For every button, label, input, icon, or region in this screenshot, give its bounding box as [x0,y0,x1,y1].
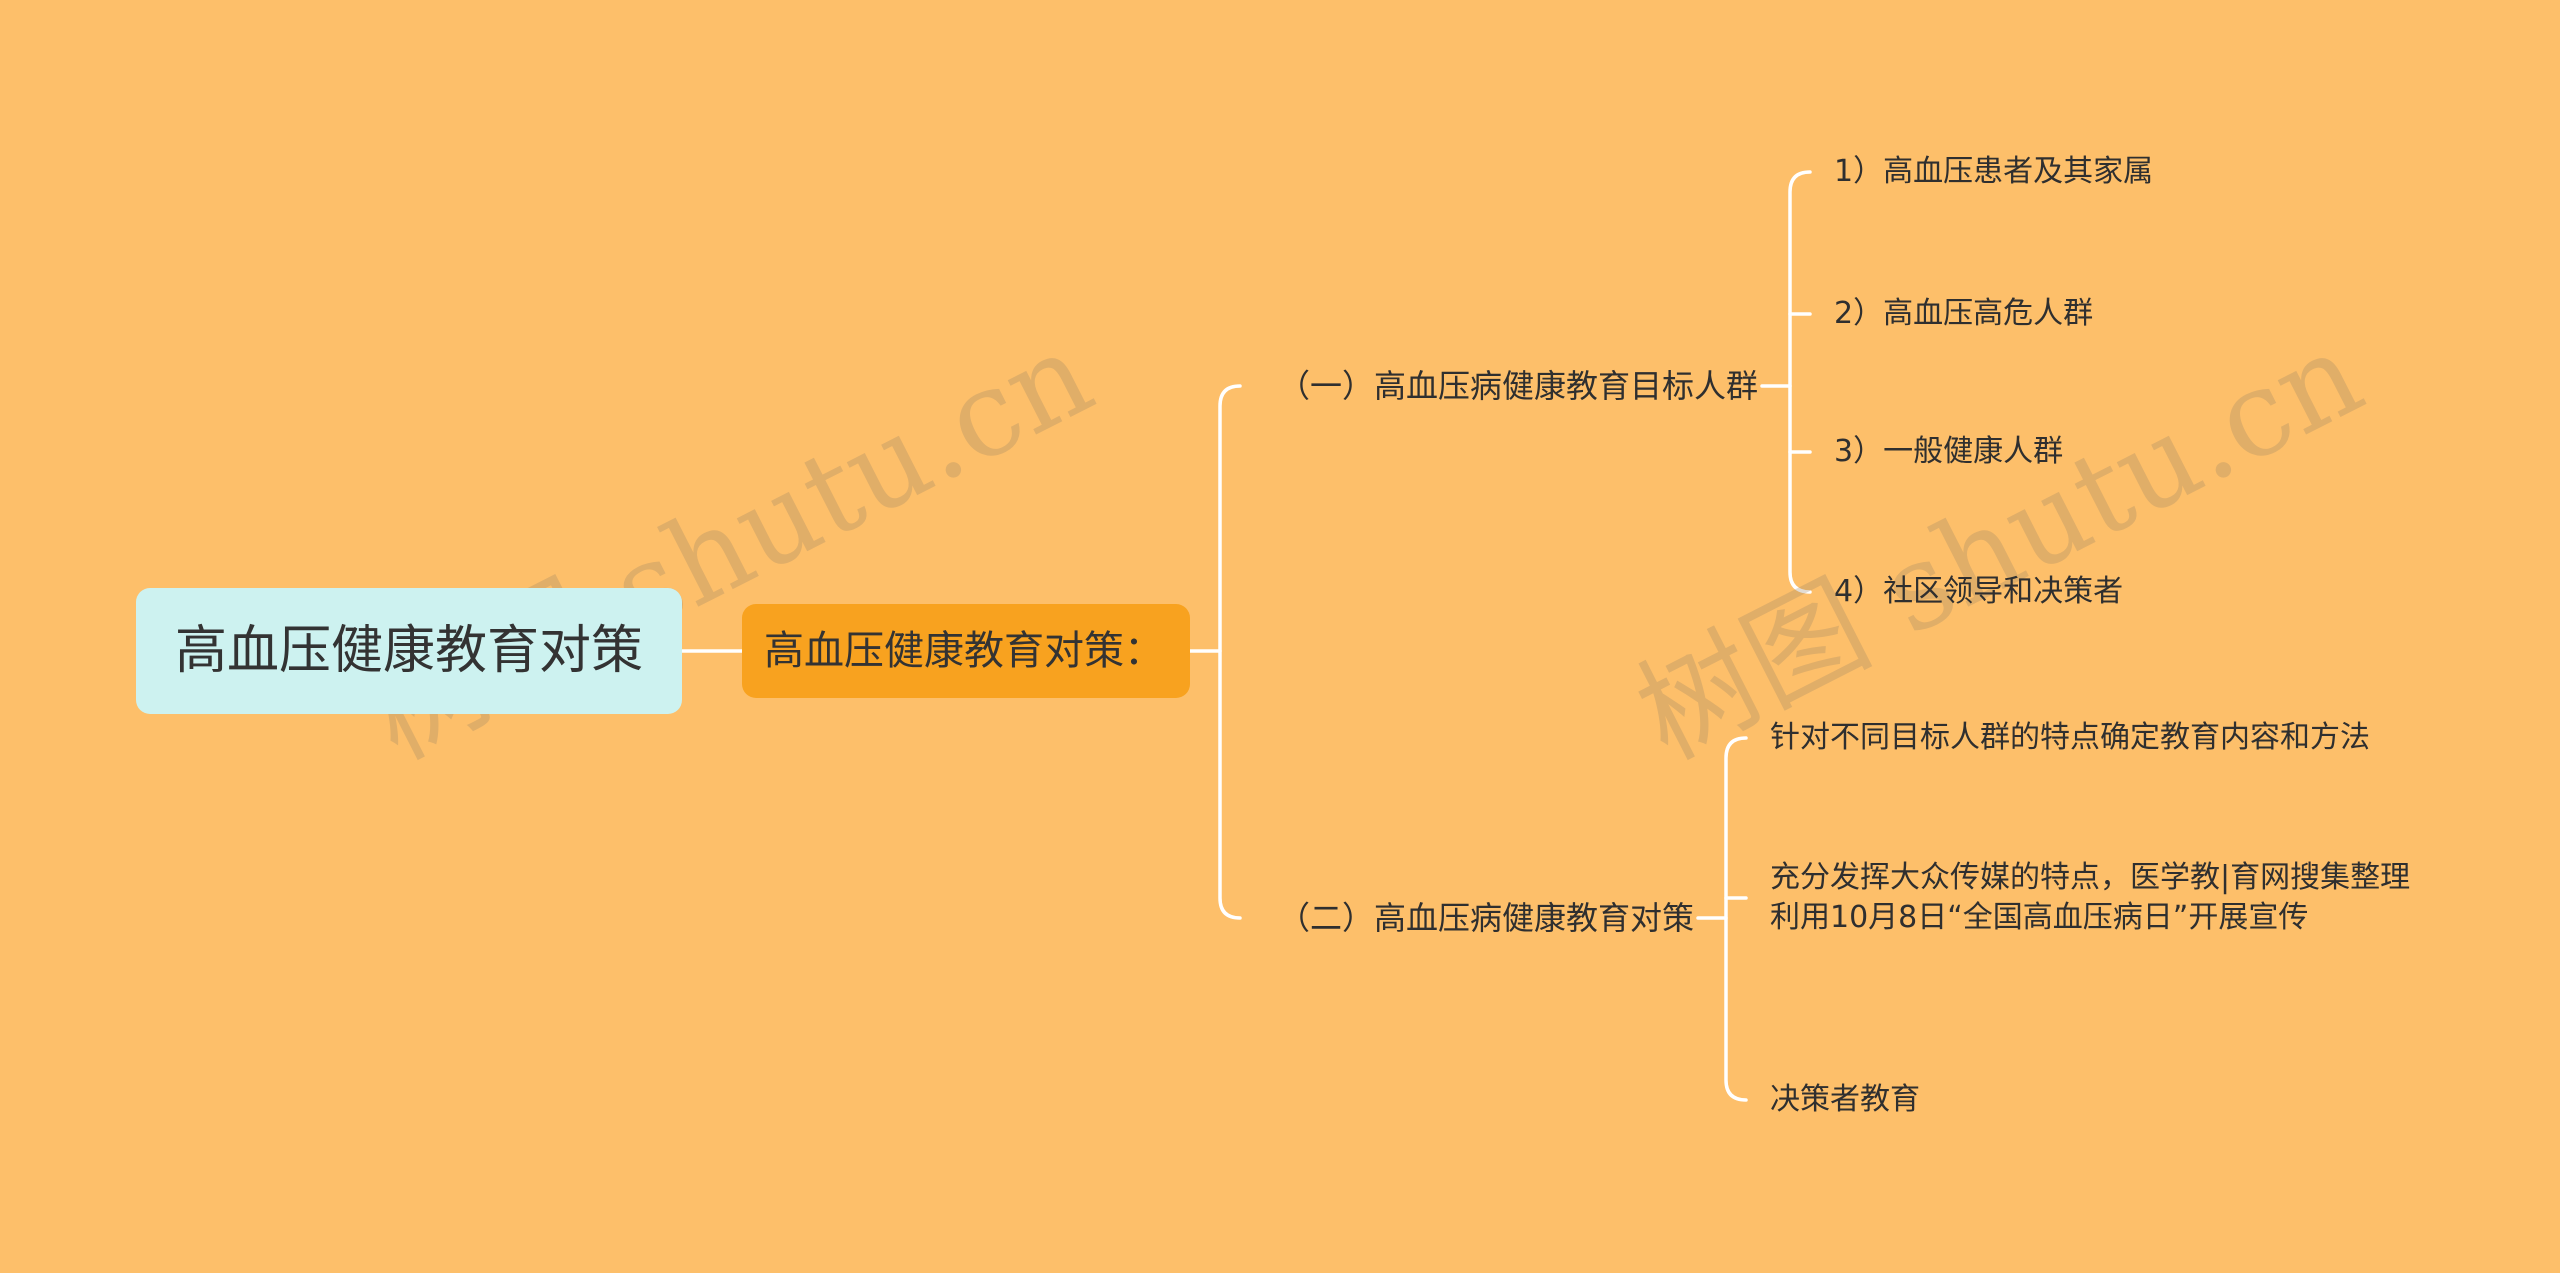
leaf-node[interactable]: 1）高血压患者及其家属 [1834,154,2154,189]
leaf-node[interactable]: 3）一般健康人群 [1834,434,2064,469]
branch-node-target-groups[interactable]: （一）高血压病健康教育目标人群 [1278,367,1759,405]
main-topic-node[interactable]: 高血压健康教育对策： [742,604,1190,698]
leaf-node[interactable]: 充分发挥大众传媒的特点，医学教|育网搜集整理利用10月8日“全国高血压病日”开展… [1770,860,2411,935]
leaf-node[interactable]: 2）高血压高危人群 [1834,296,2094,331]
leaf-node[interactable]: 决策者教育 [1770,1082,1920,1117]
connector-branch2-spine [1724,736,1748,1102]
leaf-node[interactable]: 4）社区领导和决策者 [1834,574,2124,609]
leaf-node[interactable]: 针对不同目标人群的特点确定教育内容和方法 [1770,720,2370,755]
branch-node-strategies[interactable]: （二）高血压病健康教育对策 [1278,899,1695,937]
connector-branch-spine [1218,384,1242,920]
root-node[interactable]: 高血压健康教育对策 [136,588,682,714]
connector-branch1-spine [1788,170,1812,594]
